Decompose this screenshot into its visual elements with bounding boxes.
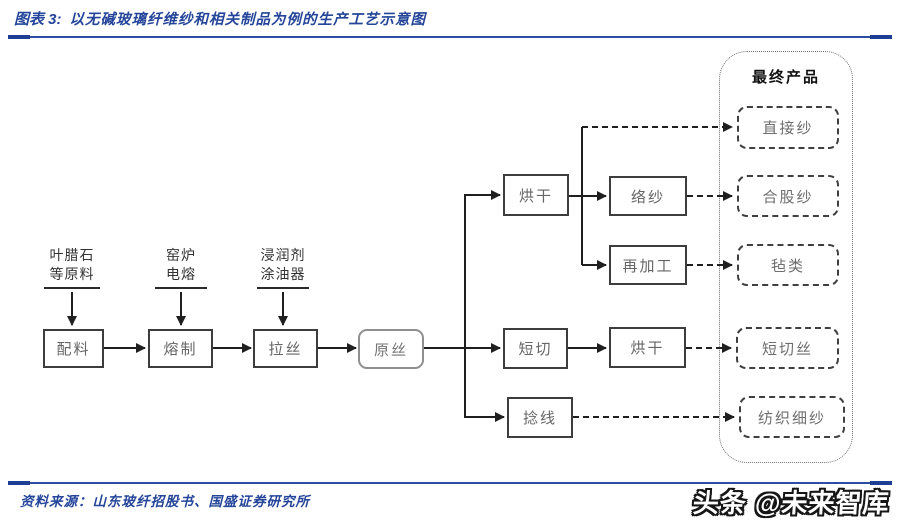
annotation-line: 电熔 xyxy=(166,266,196,282)
product-plied-yarn: 合股纱 xyxy=(737,175,839,217)
figure-title: 以无碱玻璃纤维纱和相关制品为例的生产工艺示意图 xyxy=(69,12,427,28)
toutiao-watermark: 头条 @未来智库 xyxy=(692,488,891,518)
node-melting: 熔制 xyxy=(148,329,213,368)
node-twisting: 捻线 xyxy=(507,397,573,438)
product-direct-yarn: 直接纱 xyxy=(737,106,839,149)
node-batching: 配料 xyxy=(43,329,104,368)
annotation-line: 涂油器 xyxy=(260,266,306,282)
node-chopping: 短切 xyxy=(503,328,568,369)
annotation-sizing-applicator: 浸润剂 涂油器 xyxy=(257,246,309,289)
node-reprocessing: 再加工 xyxy=(609,245,687,285)
annotation-line: 浸润剂 xyxy=(260,247,306,263)
arrow-rawsilk-drying xyxy=(464,190,501,348)
annotation-line: 等原料 xyxy=(49,266,95,282)
annotation-line: 叶腊石 xyxy=(49,247,95,263)
annotation-furnace: 窑炉 电熔 xyxy=(155,246,207,289)
annotation-raw-material: 叶腊石 等原料 xyxy=(44,246,100,289)
product-mats: 毡类 xyxy=(737,244,839,286)
node-drying-top: 烘干 xyxy=(503,174,569,216)
figure-header: 图表 3: 以无碱玻璃纤维纱和相关制品为例的生产工艺示意图 xyxy=(14,8,426,29)
arrow-rawsilk-twisting xyxy=(464,348,505,422)
node-drawing: 拉丝 xyxy=(253,329,318,368)
node-drying-mid: 烘干 xyxy=(609,327,686,368)
node-winding: 络纱 xyxy=(609,176,687,216)
final-products-title: 最终产品 xyxy=(751,69,820,86)
footer-divider xyxy=(8,481,892,485)
source-note: 资料来源：山东玻纤招股书、国盛证券研究所 xyxy=(20,494,310,509)
header-divider xyxy=(8,35,892,39)
figure-label: 图表 3: xyxy=(14,11,62,28)
product-textile-fine-yarn: 纺织细纱 xyxy=(739,396,845,438)
node-raw-silk: 原丝 xyxy=(358,329,424,369)
annotation-line: 窑炉 xyxy=(166,247,196,263)
product-chopped-strand: 短切丝 xyxy=(736,327,839,369)
